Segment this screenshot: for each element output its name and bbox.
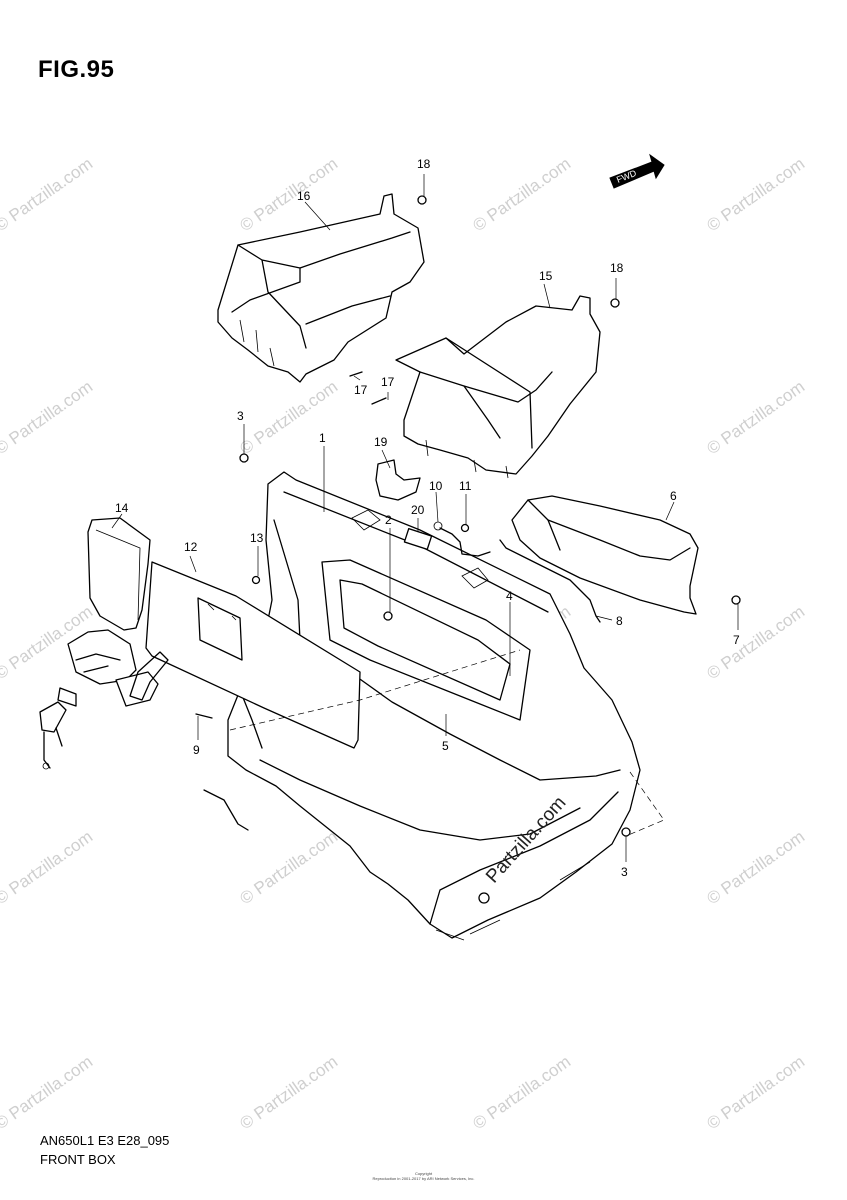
bolt-7 — [731, 595, 741, 605]
bolt-3-upper — [239, 453, 249, 463]
part-14-lid — [87, 517, 151, 631]
label-15: 15 — [539, 269, 553, 283]
watermark-text: © Partzilla.com — [236, 377, 341, 458]
label-9: 9 — [193, 743, 200, 757]
figure-title: FIG.95 — [38, 56, 115, 83]
label-7: 7 — [733, 633, 740, 647]
watermark-text: © Partzilla.com — [0, 827, 96, 908]
watermark-text: © Partzilla.com — [236, 1052, 341, 1133]
watermark-text: © Partzilla.com — [469, 154, 574, 235]
label-19: 19 — [374, 435, 388, 449]
part-10-rod — [439, 527, 491, 557]
part-12-panel — [145, 561, 361, 749]
part-15-duct — [395, 295, 601, 479]
watermark-text: © Partzilla.com — [236, 154, 341, 235]
label-2: 2 — [385, 513, 392, 527]
label-6: 6 — [670, 489, 677, 503]
label-13: 13 — [250, 531, 264, 545]
bolt-11 — [460, 523, 470, 533]
label-14: 14 — [115, 501, 129, 515]
part-20-block — [403, 527, 433, 551]
watermark-text: © Partzilla.com — [703, 377, 808, 458]
watermark-text: © Partzilla.com — [469, 1052, 574, 1133]
label-18-right: 18 — [610, 261, 624, 275]
label-3-lower: 3 — [621, 865, 628, 879]
watermark-text: © Partzilla.com — [236, 827, 341, 908]
screw-17 — [349, 371, 387, 405]
label-4: 4 — [506, 589, 513, 603]
bolt-13 — [251, 575, 261, 585]
part-6-side-cover — [511, 495, 699, 615]
bolt-2 — [383, 611, 393, 621]
label-10: 10 — [429, 479, 443, 493]
forward-direction-arrow: FWD — [609, 153, 665, 189]
copyright-line-1: Copyright — [414, 1171, 433, 1176]
figure-code: AN650L1 E3 E28_095 — [40, 1133, 170, 1148]
label-18-upper: 18 — [417, 157, 431, 171]
label-17-left: 17 — [354, 383, 368, 397]
label-20: 20 — [411, 503, 425, 517]
label-5: 5 — [442, 739, 449, 753]
watermark-text: © Partzilla.com — [0, 377, 96, 458]
copyright-line-2: Reproduction in 2001-2017 by ARI Network… — [372, 1176, 475, 1181]
part-labels: 18 18 16 15 17 17 3 1 19 10 11 20 2 13 1… — [115, 157, 740, 879]
watermark-text: © Partzilla.com — [703, 827, 808, 908]
label-3-upper: 3 — [237, 409, 244, 423]
watermark-text: © Partzilla.com — [0, 154, 96, 235]
figure-caption: FRONT BOX — [40, 1152, 116, 1167]
label-8: 8 — [616, 614, 623, 628]
label-12: 12 — [184, 540, 198, 554]
bolt-18-right — [610, 298, 620, 308]
part-19-bracket — [375, 459, 421, 501]
lock-assembly — [39, 629, 159, 770]
watermark-text: © Partzilla.com — [703, 154, 808, 235]
watermark-text: © Partzilla.com — [703, 1052, 808, 1133]
leader-lines — [111, 174, 739, 862]
bolt-18-upper — [417, 195, 427, 205]
label-17-right: 17 — [381, 375, 395, 389]
bolt-3-lower — [621, 827, 631, 837]
part-1-front-box — [203, 471, 641, 941]
screw-9 — [195, 713, 213, 719]
watermark-text: © Partzilla.com — [0, 1052, 96, 1133]
label-16: 16 — [297, 189, 311, 203]
label-11: 11 — [459, 479, 472, 493]
watermark-text: © Partzilla.com — [703, 602, 808, 683]
part-10-grommet — [433, 521, 443, 531]
label-1: 1 — [319, 431, 326, 445]
part-16-duct — [217, 193, 425, 383]
rivet-lower — [478, 892, 490, 904]
hinge — [129, 651, 169, 701]
